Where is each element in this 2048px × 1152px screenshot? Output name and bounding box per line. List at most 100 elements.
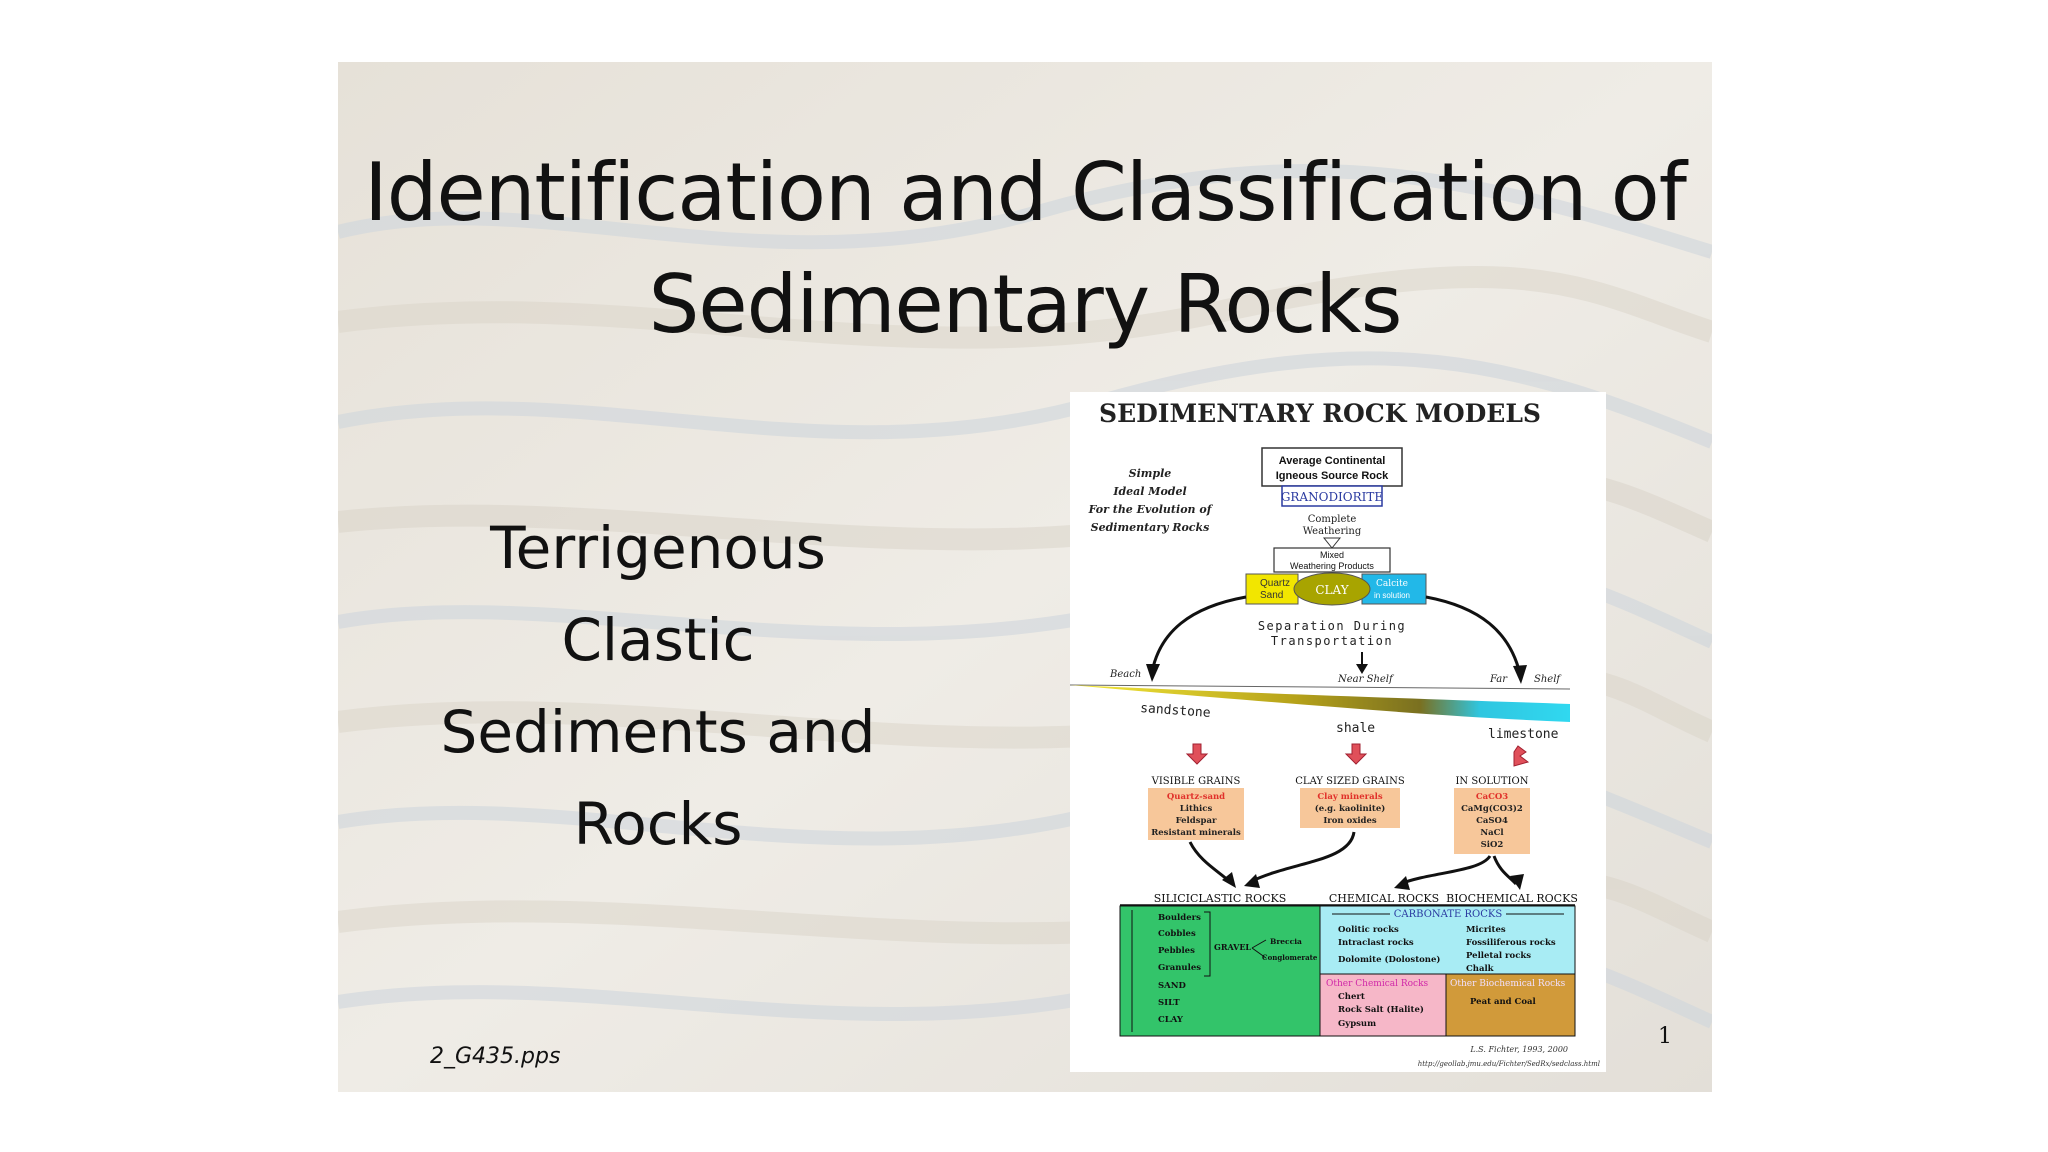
source-rock-box xyxy=(1261,447,1403,487)
side-note-3: For the Evolution of xyxy=(1088,503,1214,516)
silic-3: Pebbles xyxy=(1158,946,1195,956)
solution-3: CaSO4 xyxy=(1476,816,1508,826)
converge-arrow-2 xyxy=(1249,831,1356,884)
converge-arrow-4 xyxy=(1492,855,1518,886)
figure-title: SEDIMENTARY ROCK MODELS xyxy=(1099,399,1541,428)
quartz-sand-box xyxy=(1245,573,1299,605)
arc-left xyxy=(1150,595,1247,673)
weathering-line-2: Weathering xyxy=(1303,526,1362,537)
silic-2: Cobbles xyxy=(1158,929,1196,939)
carbonate-label: CARBONATE ROCKS xyxy=(1394,909,1503,920)
side-note-1: Simple xyxy=(1129,467,1172,480)
rock-limestone: limestone xyxy=(1488,727,1559,742)
mixed-line-2: Weathering Products xyxy=(1290,561,1374,571)
biochemical-4: Chalk xyxy=(1466,964,1495,974)
source-line-1: Average Continental xyxy=(1279,455,1386,467)
zone-near-shelf: Near Shelf xyxy=(1337,674,1395,685)
footer-filename: 2_G435.pps xyxy=(430,1044,561,1069)
page-number: 1 xyxy=(1658,1024,1672,1049)
solution-box xyxy=(1454,788,1530,854)
arc-left-arrowhead-icon xyxy=(1146,664,1160,682)
visible-grain-3: Feldspar xyxy=(1176,816,1217,826)
down-arrow-icon xyxy=(1322,537,1342,549)
arc-right xyxy=(1425,595,1522,675)
clay-grain-1: Clay minerals xyxy=(1317,792,1382,802)
clay-grains-box xyxy=(1300,788,1400,828)
clay-label: CLAY xyxy=(1315,583,1349,597)
silic-1: Boulders xyxy=(1158,913,1201,923)
granodiorite-box xyxy=(1281,485,1383,507)
sea-level-line xyxy=(1070,684,1571,690)
separation-line-1: Separation During xyxy=(1258,619,1406,633)
red-arrow-visible-icon xyxy=(1185,743,1209,765)
granodiorite-label: GRANODIORITE xyxy=(1281,490,1383,504)
near-shelf-arrowhead-icon xyxy=(1356,664,1368,674)
grain-header-clay: CLAY SIZED GRAINS xyxy=(1295,776,1405,787)
silic-7: CLAY xyxy=(1158,1015,1184,1025)
arrowhead-4-icon xyxy=(1510,874,1524,890)
side-note-4: Sedimentary Rocks xyxy=(1091,521,1210,534)
grain-header-solution: IN SOLUTION xyxy=(1455,776,1528,787)
biochemical-2: Fossiliferous rocks xyxy=(1466,938,1556,948)
zone-beach: Beach xyxy=(1109,669,1141,680)
chemical-3: Dolomite (Dolostone) xyxy=(1338,954,1440,965)
other-biochemical-label: Other Biochemical Rocks xyxy=(1450,979,1566,989)
separation-line-2: Transportation xyxy=(1271,634,1393,648)
carbonate-block xyxy=(1319,905,1576,975)
weathering-line-1: Complete xyxy=(1308,514,1357,525)
other-biochemical-1: Peat and Coal xyxy=(1470,997,1536,1007)
other-chemical-block xyxy=(1319,973,1447,1037)
other-chemical-label: Other Chemical Rocks xyxy=(1326,979,1429,989)
chemical-1: Oolitic rocks xyxy=(1338,925,1399,935)
arrowhead-3-icon xyxy=(1394,876,1410,890)
silic-6: SILT xyxy=(1158,998,1180,1008)
other-chemical-3: Gypsum xyxy=(1338,1019,1376,1029)
slide-title: Identification and Classification of Sed… xyxy=(338,137,1712,361)
slide-subtitle: Terrigenous Clastic Sediments and Rocks xyxy=(398,502,918,870)
gravel-type-1: Breccia xyxy=(1270,937,1302,946)
rock-header-chemical: CHEMICAL ROCKS xyxy=(1329,892,1439,905)
clay-grain-2: (e.g. kaolinite) xyxy=(1315,803,1386,814)
gravel-label: GRAVEL xyxy=(1214,942,1251,952)
other-biochemical-block xyxy=(1445,973,1576,1037)
title-line-1: Identification and Classification of xyxy=(364,146,1687,239)
visible-grain-1: Quartz-sand xyxy=(1167,792,1225,802)
visible-grain-2: Lithics xyxy=(1180,804,1213,814)
other-chemical-1: Chert xyxy=(1338,992,1365,1002)
rock-sandstone: sandstone xyxy=(1140,701,1211,721)
visible-grain-4: Resistant minerals xyxy=(1151,828,1241,838)
sediment-wedge xyxy=(1070,685,1570,722)
silic-4: Granules xyxy=(1158,963,1201,973)
title-line-2: Sedimentary Rocks xyxy=(648,258,1403,351)
clay-grain-3: Iron oxides xyxy=(1323,816,1377,826)
rock-header-siliciclastic: SILICICLASTIC ROCKS xyxy=(1154,892,1287,905)
other-chemical-2: Rock Salt (Halite) xyxy=(1338,1004,1424,1015)
gravel-branch xyxy=(1251,939,1267,959)
source-line-2: Igneous Source Rock xyxy=(1276,470,1389,482)
chemical-2: Intraclast rocks xyxy=(1338,938,1414,948)
clay-ellipse xyxy=(1293,572,1371,606)
arrowhead-1-icon xyxy=(1222,872,1236,888)
quartz-line-2: Sand xyxy=(1260,590,1283,601)
calcite-box xyxy=(1361,573,1427,605)
figure-credit: L.S. Fichter, 1993, 2000 xyxy=(1469,1045,1568,1054)
red-arrow-solution-icon xyxy=(1513,745,1530,767)
calcite-line-2: in solution xyxy=(1374,591,1410,600)
converge-arrow-3 xyxy=(1399,855,1492,886)
biochemical-3: Pelletal rocks xyxy=(1466,951,1531,961)
gravel-type-2: Conglomerate xyxy=(1262,953,1318,962)
siliciclastic-block xyxy=(1119,905,1321,1037)
arrowhead-2-icon xyxy=(1244,874,1260,888)
zone-shelf: Shelf xyxy=(1534,674,1562,685)
figure-url: http://geollab.jmu.edu/Fichter/SedRx/sed… xyxy=(1418,1060,1600,1068)
silic-5: SAND xyxy=(1158,981,1187,991)
mixed-line-1: Mixed xyxy=(1320,550,1344,560)
solution-2: CaMg(CO3)2 xyxy=(1461,803,1523,814)
subtitle-line-2: Sediments and Rocks xyxy=(440,698,876,858)
red-arrow-clay-icon xyxy=(1344,743,1368,765)
figure-diagram: SEDIMENTARY ROCK MODELS Simple Ideal Mod… xyxy=(1070,399,1600,1068)
solution-5: SiO2 xyxy=(1481,840,1504,850)
zone-far: Far xyxy=(1489,674,1508,685)
subtitle-line-1: Terrigenous Clastic xyxy=(490,514,826,674)
mixed-weathering-box xyxy=(1273,547,1391,573)
